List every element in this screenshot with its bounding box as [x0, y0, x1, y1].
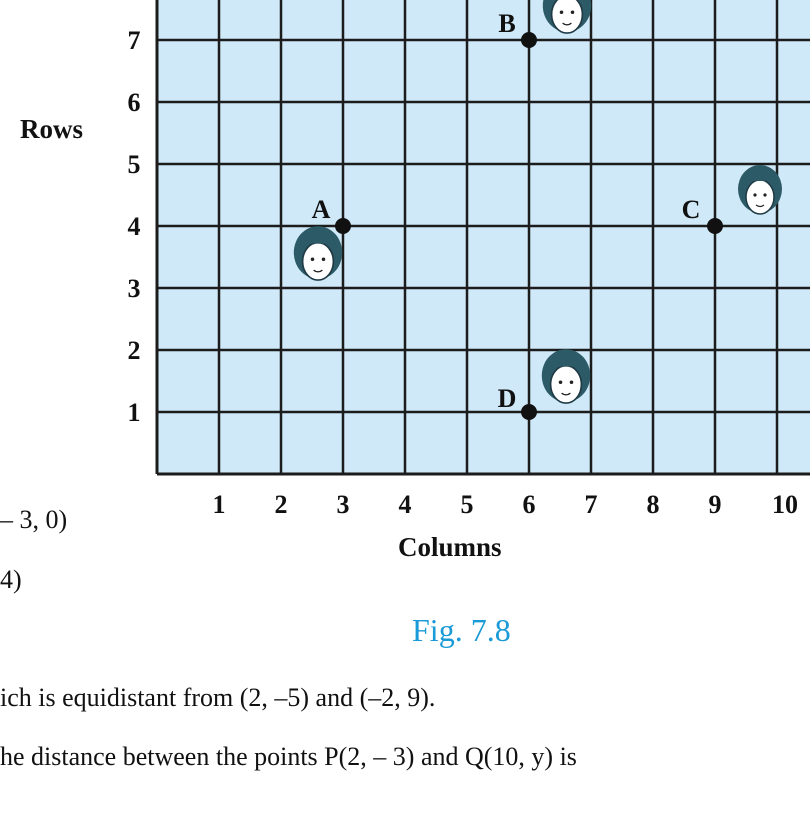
figure-caption: Fig. 7.8 — [412, 612, 511, 648]
x-tick-label: 4 — [399, 490, 412, 519]
y-tick-label: 2 — [128, 336, 141, 365]
point-label: A — [312, 195, 331, 224]
text-line-2: he distance between the points P(2, – 3)… — [0, 742, 577, 771]
grid-background — [157, 0, 810, 474]
left-fragment-1: – 3, 0) — [0, 505, 68, 534]
text-line-1: ich is equidistant from (2, –5) and (–2,… — [0, 683, 436, 712]
x-tick-label: 6 — [523, 490, 536, 519]
x-tick-label: 7 — [585, 490, 598, 519]
point-a — [335, 218, 351, 234]
x-tick-label: 1 — [213, 490, 226, 519]
point-b — [521, 32, 537, 48]
girl-face-icon — [541, 349, 591, 404]
point-label: C — [682, 195, 701, 224]
x-tick-label: 8 — [647, 490, 660, 519]
girl-face-icon — [293, 226, 343, 281]
x-tick-label: 3 — [337, 490, 350, 519]
x-tick-label: 10 — [772, 490, 798, 519]
y-axis-label: Rows — [20, 114, 84, 144]
point-d — [521, 404, 537, 420]
point-c — [707, 218, 723, 234]
girl-face-icon — [738, 165, 782, 215]
point-label: B — [498, 9, 515, 38]
y-tick-label: 6 — [128, 88, 141, 117]
y-tick-label: 3 — [128, 274, 141, 303]
x-tick-label: 9 — [709, 490, 722, 519]
y-tick-label: 7 — [128, 26, 141, 55]
girl-face-icon — [542, 0, 592, 34]
x-tick-label: 2 — [275, 490, 288, 519]
y-tick-label: 1 — [128, 398, 141, 427]
y-tick-label: 4 — [128, 212, 141, 241]
x-axis-label: Columns — [398, 532, 502, 562]
left-fragment-2: 4) — [0, 565, 22, 594]
x-tick-label: 5 — [461, 490, 474, 519]
y-tick-label: 5 — [128, 150, 141, 179]
point-label: D — [498, 384, 517, 413]
